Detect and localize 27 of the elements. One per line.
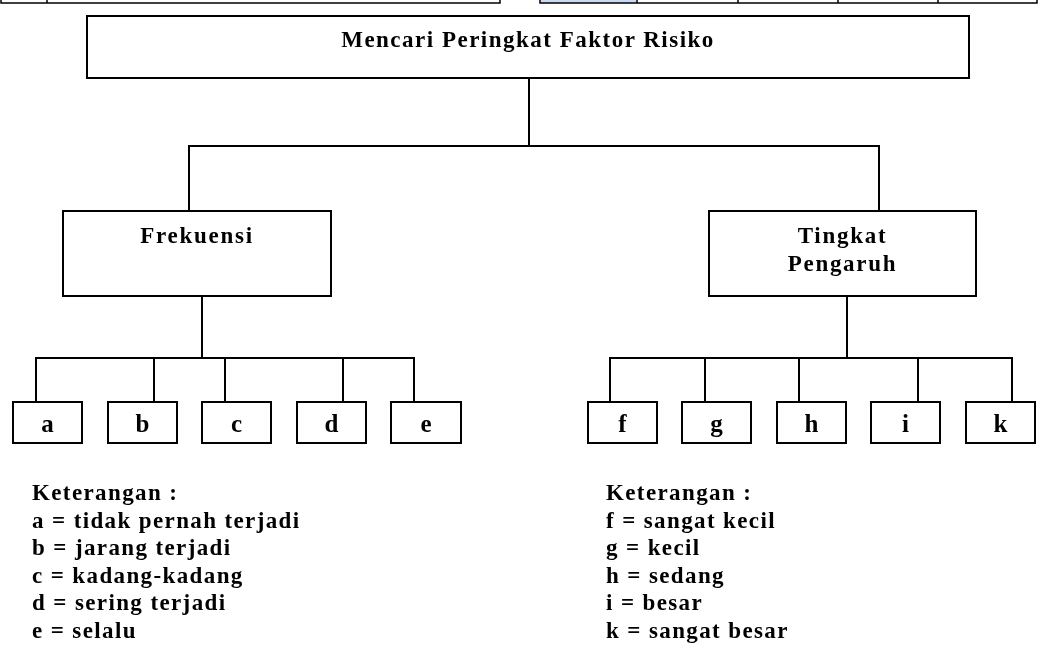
legend-entry: i = besar [606, 589, 704, 617]
legend-entry: a = tidak pernah terjadi [32, 506, 301, 534]
legend-entry: e = selalu [32, 616, 137, 644]
legend-entry: f = sangat kecil [606, 506, 776, 534]
legend-heading: Keterangan : [32, 479, 179, 507]
leaf-box: b [107, 401, 178, 444]
legend-entry: b = jarang terjadi [32, 534, 232, 562]
leaf-box: k [965, 401, 1036, 444]
connector-line [846, 296, 1013, 402]
category-box: Tingkat Pengaruh [708, 210, 977, 297]
leaf-box: f [587, 401, 658, 444]
leaf-box: a [12, 401, 83, 444]
legend-entry: g = kecil [606, 534, 701, 562]
legend-heading: Keterangan : [606, 479, 753, 507]
leaf-box: g [681, 401, 752, 444]
legend-entry: c = kadang-kadang [32, 561, 244, 589]
connector-line [201, 296, 415, 402]
leaf-box: h [776, 401, 847, 444]
legend-entry: k = sangat besar [606, 616, 789, 644]
leaf-box: d [296, 401, 367, 444]
root-box: Mencari Peringkat Faktor Risiko [86, 15, 970, 79]
leaf-box: e [390, 401, 462, 444]
leaf-box: c [201, 401, 272, 444]
leaf-box: i [870, 401, 941, 444]
legend-entry: h = sedang [606, 561, 725, 589]
category-box: Frekuensi [62, 210, 332, 297]
legend-entry: d = sering terjadi [32, 589, 227, 617]
